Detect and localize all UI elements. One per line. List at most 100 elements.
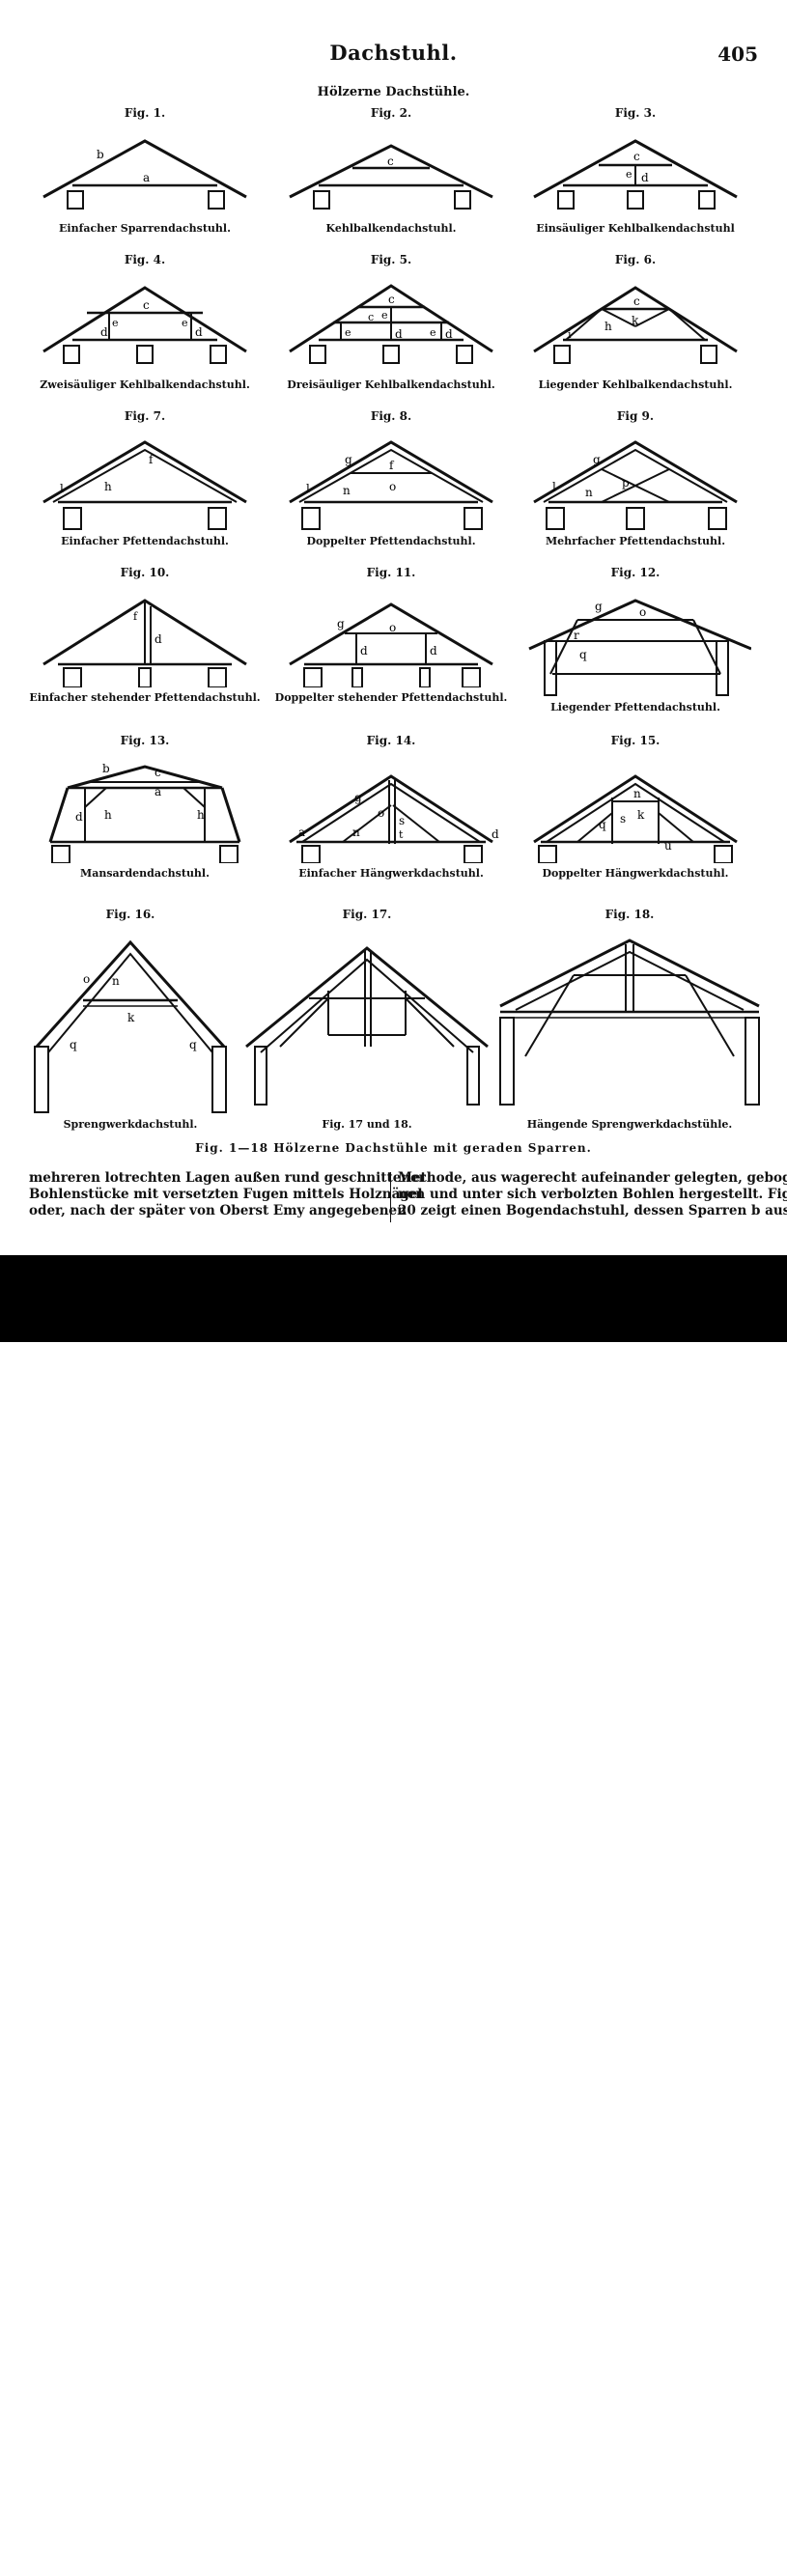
text-line: 20 zeigt einen Bogendachstuhl, dessen Sp…	[398, 1203, 787, 1218]
label-c: c	[633, 294, 640, 308]
label-c: c	[388, 293, 395, 306]
label-t: t	[399, 828, 404, 841]
label-o: o	[378, 806, 384, 820]
figure-13: Fig. 13. b c a d h h Mansardendachstuhl.	[19, 734, 270, 880]
label-d: d	[75, 810, 83, 824]
truss-drawing: c e d	[533, 139, 738, 210]
text-line: mehreren lotrechten Lagen außen rund ges…	[29, 1170, 426, 1186]
label-n: n	[633, 787, 641, 800]
label-l: l	[306, 482, 310, 495]
figure-label: Fig. 18.	[604, 908, 655, 921]
figure-caption: Einfacher Sparrendachstuhl.	[59, 222, 231, 235]
figure-9: Fig 9. g l n p Mehrfacher Pfettendachstu…	[510, 409, 761, 547]
truss-drawing: g o r q	[528, 599, 751, 696]
figures-caption: Fig. 1—18 Hölzerne Dachstühle mit gerade…	[195, 1141, 592, 1155]
label-n: n	[585, 486, 593, 499]
body-column-right: Methode, aus wagerecht aufeinander geleg…	[398, 1170, 787, 1219]
label-g: g	[345, 453, 352, 466]
figure-12: Fig. 12. g o r q Liegender Pfettendachst…	[510, 566, 761, 714]
label-s: s	[399, 814, 405, 827]
label-e: e	[112, 317, 119, 329]
label-r: r	[574, 629, 579, 642]
figure-label: Fig. 15.	[610, 734, 661, 747]
figure-caption: Sprengwerkdachstuhl.	[63, 1118, 198, 1131]
figure-caption: Kehlbalkendachstuhl.	[325, 222, 457, 235]
label-c: c	[155, 766, 161, 779]
label-h: h	[104, 808, 112, 822]
figure-label: Fig. 6.	[614, 253, 657, 266]
page-title: Dachstuhl.	[329, 41, 458, 65]
watermark-url: www.alamy.com	[596, 2557, 729, 2576]
label-o: o	[389, 480, 396, 493]
book-page: Dachstuhl. 405 Hölzerne Dachstühle. Fig.…	[0, 0, 787, 1255]
figure-7: Fig. 7. f l h Einfacher Pfettendachstuhl…	[19, 409, 270, 547]
watermark-bar: alamy PBA497 www.alamy.com	[0, 1255, 787, 2576]
label-e: e	[626, 168, 632, 181]
figure-caption: Hängende Sprengwerkdachstühle.	[526, 1118, 733, 1131]
label-n: n	[352, 826, 360, 839]
figure-label: Fig. 5.	[370, 253, 412, 266]
truss-drawing: c e e d d	[42, 286, 247, 364]
figure-label: Fig. 2.	[370, 106, 412, 120]
truss-drawing: o n k q q	[34, 939, 227, 1113]
label-b: b	[97, 148, 104, 161]
figure-label: Fig. 4.	[124, 253, 166, 266]
figure-caption: Einfacher Pfettendachstuhl.	[61, 535, 229, 547]
truss-drawing: c k h i	[533, 286, 738, 364]
label-g: g	[337, 617, 345, 630]
page-number: 405	[717, 42, 758, 66]
label-h: h	[197, 808, 205, 822]
label-k: k	[632, 314, 639, 327]
label-c: c	[143, 298, 150, 312]
truss-drawing: g l n p	[533, 440, 738, 530]
label-n: n	[343, 484, 351, 497]
text-line: nen und unter sich verbolzten Bohlen her…	[398, 1187, 787, 1202]
figure-5: Fig. 5. c c e e d e d Dreisäuliger Kehlb…	[266, 253, 517, 391]
label-d: d	[100, 325, 108, 339]
figure-1: Fig. 1. b a Einfacher Sparrendachstuhl.	[19, 106, 270, 235]
truss-drawing	[245, 946, 489, 1106]
figure-8: Fig. 8. g f l n o Doppelter Pfettendachs…	[266, 409, 517, 547]
figure-label: Fig. 10.	[120, 566, 170, 579]
figure-11: Fig. 11. g o d d Doppelter stehender Pfe…	[266, 566, 517, 704]
figure-label: Fig. 14.	[366, 734, 416, 747]
figure-6: Fig. 6. c k h i Liegender Kehlbalkendach…	[510, 253, 761, 391]
label-n: n	[112, 974, 120, 988]
label-g: g	[354, 791, 362, 804]
truss-drawing: g f l n o	[289, 440, 493, 530]
text-line: Bohlenstücke mit versetzten Fugen mittel…	[29, 1187, 423, 1202]
label-l: l	[552, 480, 556, 493]
figure-caption: Mehrfacher Pfettendachstuhl.	[545, 535, 726, 547]
label-d: d	[155, 632, 162, 646]
figure-label: Fig. 16.	[105, 908, 155, 921]
label-h: h	[604, 320, 612, 333]
alamy-logo: alamy	[46, 2524, 180, 2571]
label-o: o	[83, 972, 90, 986]
label-s: s	[620, 812, 626, 826]
figure-caption: Doppelter stehender Pfettendachstuhl.	[274, 691, 508, 704]
label-b: b	[102, 762, 110, 775]
body-column-left: mehreren lotrechten Lagen außen rund ges…	[29, 1170, 426, 1219]
label-d: d	[195, 325, 203, 339]
truss-drawing: f l h	[42, 440, 247, 530]
label-u: u	[664, 839, 672, 853]
label-o: o	[389, 621, 396, 634]
figure-caption: Doppelter Pfettendachstuhl.	[306, 535, 476, 547]
label-c: c	[633, 150, 640, 163]
section-subtitle: Hölzerne Dachstühle.	[317, 85, 470, 99]
figure-label: Fig 9.	[616, 409, 655, 423]
label-e: e	[345, 326, 351, 339]
label-q: q	[189, 1038, 197, 1051]
label-f: f	[389, 459, 395, 472]
truss-drawing: f d	[42, 599, 247, 687]
text-line: oder, nach der später von Oberst Emy ang…	[29, 1203, 407, 1218]
label-k: k	[637, 808, 645, 822]
label-g: g	[593, 453, 601, 466]
figure-caption: Fig. 17 und 18.	[322, 1118, 412, 1131]
image-id: PBA497	[665, 2528, 729, 2547]
label-f: f	[133, 610, 138, 623]
truss-drawing: g o d d	[289, 602, 493, 687]
label-d: d	[445, 327, 453, 341]
figure-caption: Mansardendachstuhl.	[80, 867, 210, 880]
truss-drawing: n s k q u	[533, 774, 738, 863]
